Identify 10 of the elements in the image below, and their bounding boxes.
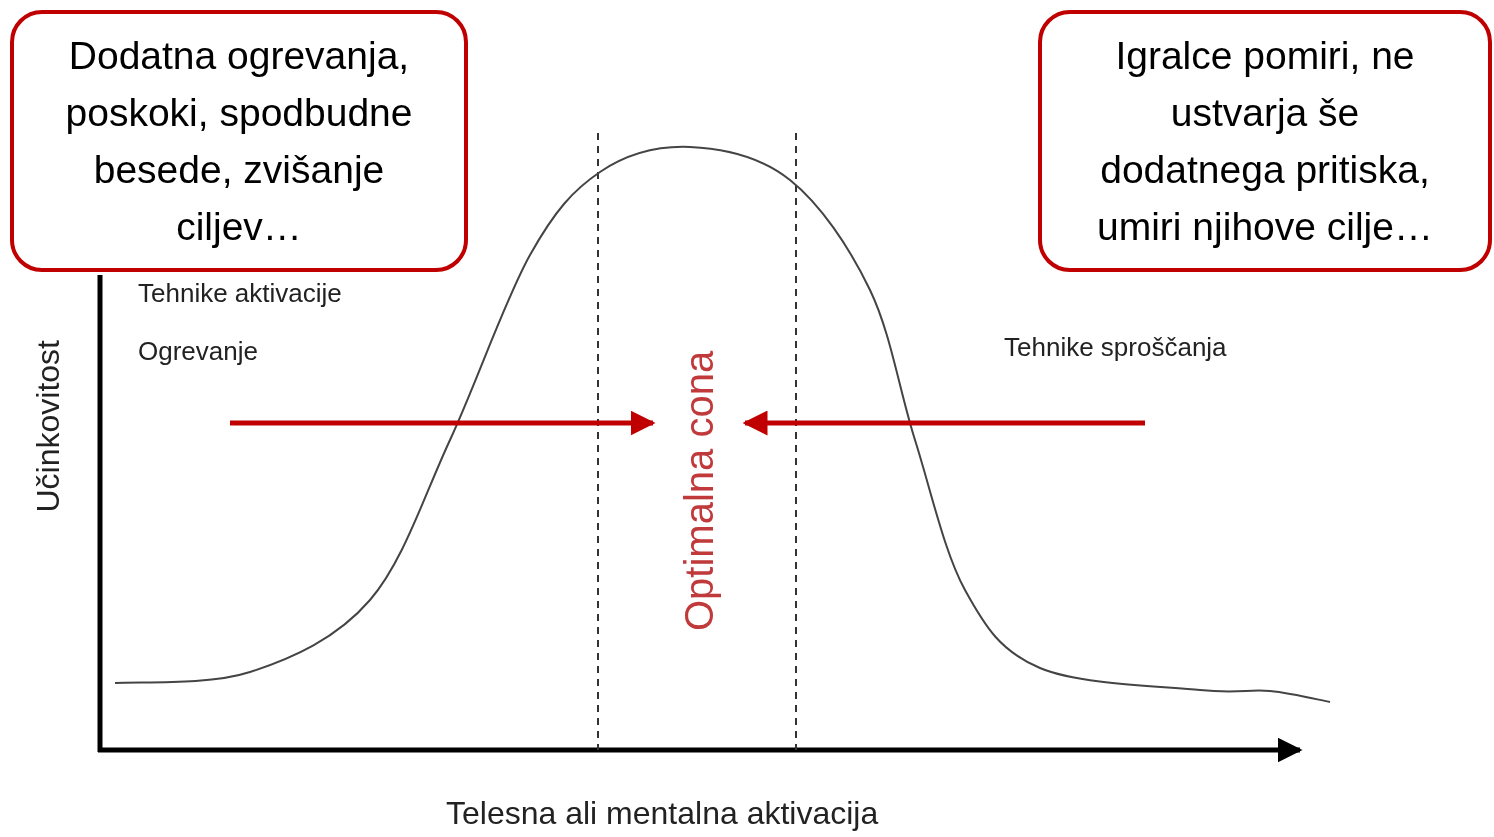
callout-box: Igralce pomiri, ne ustvarja še dodatnega pritiska, umiri njihove cilje… — [1038, 10, 1492, 272]
arrow — [742, 410, 1145, 436]
arrow — [230, 410, 656, 436]
callout-box: Dodatna ogrevanja, poskoki, spodbudne besede, zvišanje ciljev… — [10, 10, 468, 272]
technique-label: Tehnike sproščanja — [1004, 332, 1227, 363]
technique-label: Ogrevanje — [138, 336, 258, 367]
zone-label: Optimalna cona — [655, 330, 743, 652]
y-axis-title: Učinkovitost — [30, 340, 67, 513]
technique-label: Tehnike aktivacije — [138, 278, 342, 309]
x-axis-title: Telesna ali mentalna aktivacija — [446, 795, 879, 832]
